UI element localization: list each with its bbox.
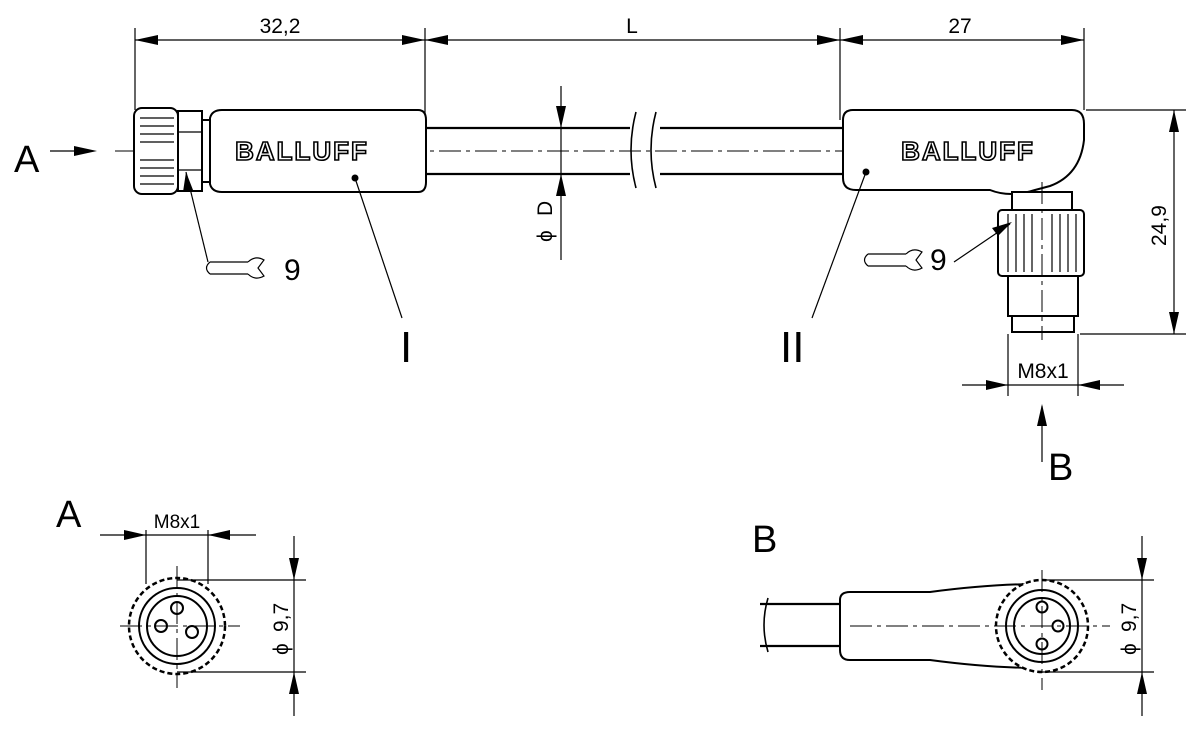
view-a-title: A (56, 494, 82, 536)
part-label-two: II (780, 323, 804, 372)
balluff-logo-left: BALLUFF (235, 136, 369, 166)
dimension-height: 24,9 (1148, 205, 1171, 246)
dimension-diameter-b: 9,7 (1118, 603, 1141, 632)
straight-connector-i: BALLUFF I 9 (133, 107, 427, 372)
diameter-symbol-b: ϕ (1118, 643, 1141, 655)
diameter-symbol-d: ϕ (534, 230, 557, 242)
dimension-thread-b: M8x1 (1017, 360, 1068, 383)
dimension-right-length: 27 (948, 15, 971, 38)
view-b-title: B (752, 519, 777, 561)
diameter-symbol-a: ϕ (270, 643, 293, 655)
top-dimension-chain: 32,2 L 27 (134, 15, 1085, 120)
wrench-size-left: 9 (284, 254, 301, 287)
view-a-arrow-label: A (14, 139, 40, 181)
dimension-diameter-a: 9,7 (270, 603, 293, 632)
view-a: A M8x1 ϕ 9,7 (56, 494, 306, 716)
wrench-size-right: 9 (930, 244, 947, 277)
view-b: B ϕ 9,7 (752, 519, 1154, 716)
balluff-logo-right: BALLUFF (901, 136, 1035, 166)
cable: ϕ D (426, 86, 843, 260)
dimension-left-length: 32,2 (260, 15, 301, 38)
dimension-cable-diameter: D (534, 201, 557, 216)
angled-connector-ii: BALLUFF II 9 24,9 (780, 109, 1186, 489)
dimension-cable-length: L (626, 15, 638, 38)
view-arrow-a: A (14, 139, 97, 181)
dimension-thread-a: M8x1 (154, 512, 200, 533)
view-b-arrow-label: B (1048, 447, 1073, 489)
part-label-one: I (400, 323, 412, 372)
